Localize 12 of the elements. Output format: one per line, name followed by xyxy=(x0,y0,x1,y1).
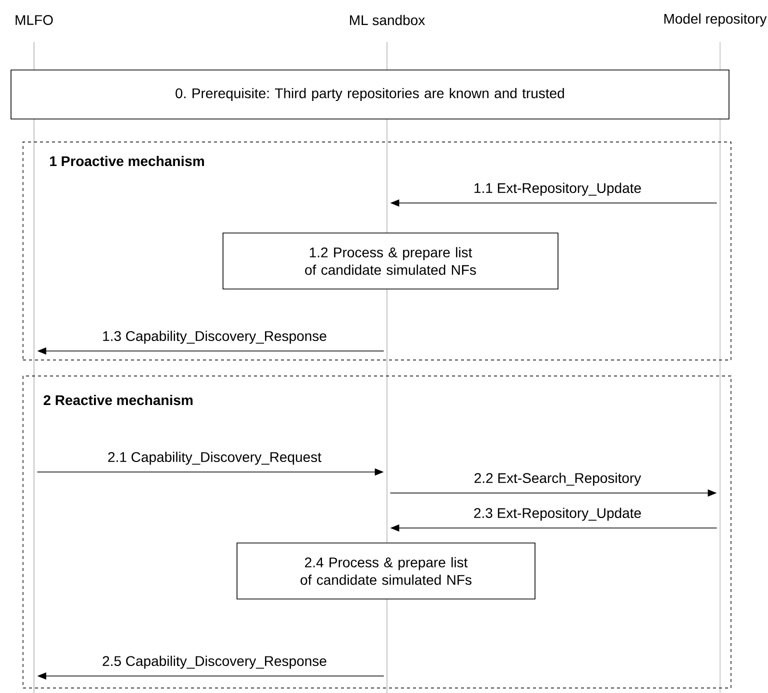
process-box: 2.4 Process & prepare list of candidate simulated NFs xyxy=(236,542,536,600)
edge-label: 2.2 Ext-Search_Repository xyxy=(474,472,642,486)
lifeline-head: MLFO xyxy=(16,15,53,25)
process-box: 1.2 Process & prepare list of candidate simulated NFs xyxy=(222,232,558,290)
lifeline-head: ML sandbox xyxy=(350,14,425,26)
edge-label: 2.1 Capability_Discovery_Request xyxy=(108,452,322,465)
edge-label: 2.5 Capability_Discovery_Response xyxy=(102,656,326,669)
edge-label: 1.1 Ext-Repository_Update xyxy=(474,182,641,196)
process-box: 0. Prerequisite: Third party repositories are known and trusted xyxy=(10,70,730,120)
lifeline-head: Model repository xyxy=(664,13,767,27)
edge-label: 1.3 Capability_Discovery_Response xyxy=(103,330,326,344)
edge-label: 2.3 Ext-Repository_Update xyxy=(474,508,641,521)
